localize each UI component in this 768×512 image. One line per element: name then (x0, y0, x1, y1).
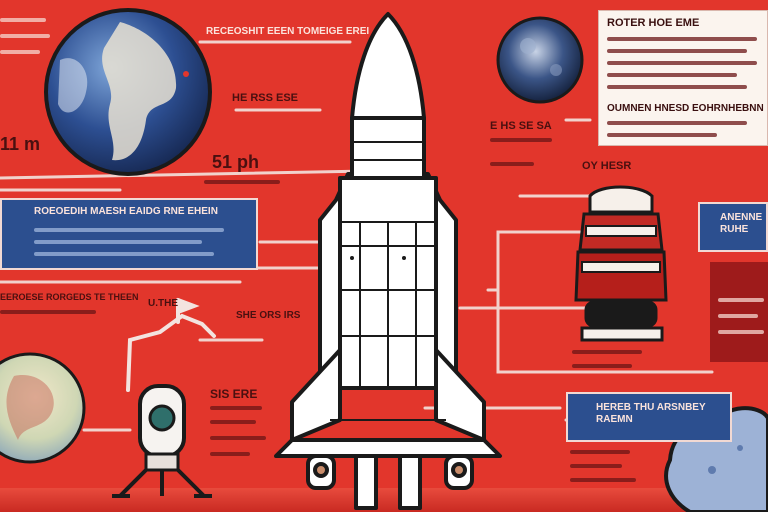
decor-line (572, 364, 632, 368)
connector-lines (0, 40, 714, 432)
mid-left-line: EEROESE RORGEDS TE THEEN (0, 292, 139, 302)
moon-icon (496, 16, 584, 104)
decor-line (210, 406, 262, 410)
top-banner-text: RECEOSHIT EEEN TOMEIGE EREI (206, 26, 370, 37)
panel-title: ANENNE RUHE (720, 212, 763, 235)
panel-title: ROEOEDIH MAESH EAIDG RNE EHEIN (34, 206, 218, 217)
decor-line (34, 252, 214, 256)
decor-line (0, 34, 50, 38)
decor-line (34, 228, 224, 232)
flag-icon (126, 298, 216, 392)
decor-line (607, 37, 757, 41)
capsule-stack-icon (574, 185, 668, 342)
rocket-icon (274, 12, 502, 510)
decor-line (0, 310, 96, 314)
rocket-side-right: OY HESR (582, 160, 632, 172)
decor-line (34, 240, 202, 244)
globe-icon (44, 8, 212, 176)
info-panel-bottom: HEREB THU ARSNBEY RAEMN (566, 392, 732, 442)
decor-line (607, 133, 717, 137)
decor-line (607, 85, 747, 89)
decor-line (210, 436, 266, 440)
decor-line (607, 73, 737, 77)
decor-line (0, 50, 40, 54)
info-panel-top-right: ROTER HOE EME OUMNEN HNESD EOHRNHEBNN II… (598, 10, 768, 146)
lander-icon (112, 384, 212, 498)
decor-line (0, 18, 46, 22)
left-number: 11 m (0, 134, 41, 154)
decor-line (210, 452, 250, 456)
decor-line (490, 162, 534, 166)
small-tag-center: SHE ORS IRS (236, 310, 301, 321)
decor-line (570, 464, 622, 468)
small-tag-left: U.THE (148, 298, 178, 309)
info-panel-left: ROEOEDIH MAESH EAIDG RNE EHEIN (0, 198, 258, 270)
rocket-side-left: E HS SE SA (490, 120, 552, 132)
decor-line (718, 298, 764, 302)
decor-line (718, 330, 764, 334)
panel-subtitle: OUMNEN HNESD EOHRNHEBNN IIT (607, 103, 768, 114)
info-panel-right: ANENNE RUHE (698, 202, 768, 252)
decor-line (572, 350, 642, 354)
center-stat: 51 ph (212, 152, 260, 172)
panel-title: ROTER HOE EME (607, 17, 700, 29)
decor-line (607, 49, 747, 53)
decor-line (570, 450, 630, 454)
panel-title: HEREB THU ARSNBEY RAEMN (596, 402, 706, 425)
bottom-left-stat: SIS ERE (210, 388, 258, 401)
decor-line (718, 314, 758, 318)
globe-caption: HE RSS ESE (232, 92, 299, 104)
globe-icon (0, 352, 86, 464)
decor-line (570, 478, 636, 482)
decor-line (490, 138, 552, 142)
decor-line (607, 121, 747, 125)
info-panel-right-lower (710, 262, 768, 362)
ground-strip (0, 488, 768, 512)
decor-line (210, 420, 256, 424)
decor-line (204, 180, 280, 184)
decor-line (607, 61, 757, 65)
